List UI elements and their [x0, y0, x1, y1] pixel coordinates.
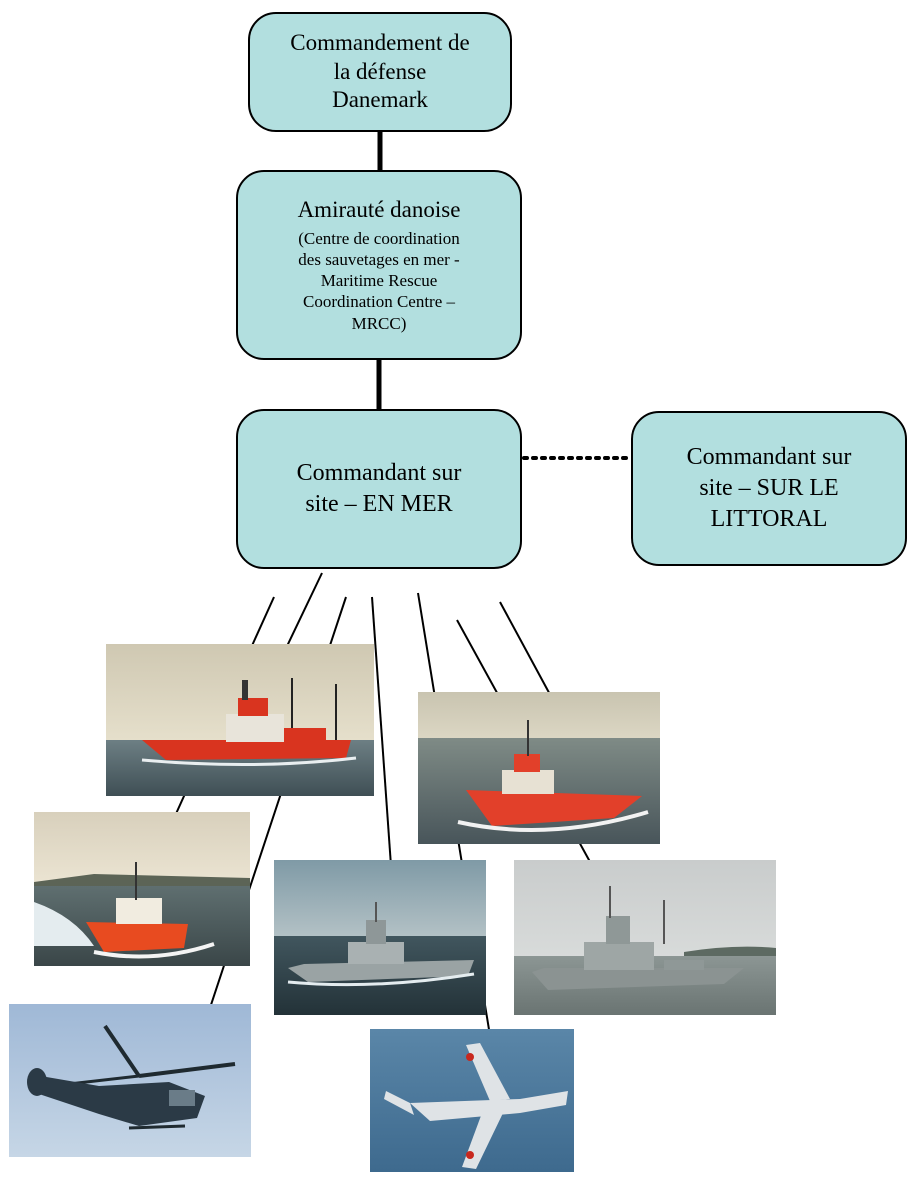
defence-command-line-1: Commandement de	[290, 29, 470, 55]
photo-challenger-aircraft	[370, 1029, 574, 1172]
coast-commander-line-1: Commandant sur	[686, 443, 852, 470]
admiralty-box: Amirauté danoise (Centre de coordination…	[236, 170, 522, 360]
on-scene-commander-sea-box: Commandant sur site – EN MER	[236, 409, 522, 569]
admiralty-detail-5: MRCC)	[351, 313, 407, 333]
coast-commander-line-2: site – SUR LE	[699, 474, 839, 501]
sea-commander-line-1: Commandant sur	[296, 459, 462, 486]
arrow-to-grey-patrol-ship	[371, 596, 396, 881]
admiralty-title: Amirauté danoise	[297, 197, 461, 223]
photo-red-research-vessel	[106, 644, 374, 796]
photo-grey-patrol-ship	[274, 860, 486, 1015]
photo-red-patrol-boat	[418, 692, 660, 844]
defence-command-box: Commandement de la défense Danemark	[248, 12, 512, 132]
admiralty-detail-2: des sauvetages en mer -	[298, 249, 460, 269]
sea-commander-line-2: site – EN MER	[305, 491, 453, 517]
photo-lynx-helicopter	[9, 1004, 251, 1157]
admiralty-detail-1: (Centre de coordination	[298, 228, 460, 248]
defence-command-line-3: Danemark	[332, 87, 428, 113]
defence-command-line-2: la défense	[333, 58, 427, 84]
coast-commander-line-3: LITTORAL	[710, 506, 828, 533]
photo-rescue-boat	[34, 812, 250, 966]
admiralty-detail-4: Coordination Centre –	[302, 292, 456, 312]
on-scene-commander-coast-box: Commandant sur site – SUR LE LITTORAL	[631, 411, 907, 566]
admiralty-detail-3: Maritime Rescue	[320, 271, 438, 291]
photo-grey-corvette	[514, 860, 776, 1015]
